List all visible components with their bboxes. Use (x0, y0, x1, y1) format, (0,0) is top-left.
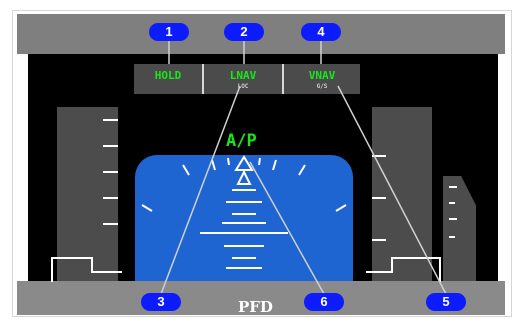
vs-tick (449, 236, 455, 238)
fma-loc-label: LOC (237, 83, 249, 90)
speed-tick (103, 145, 118, 147)
fma-hold: HOLD (134, 64, 202, 94)
callout-2: 2 (224, 23, 264, 41)
fma-separator (202, 64, 204, 94)
bottom-bezel (17, 281, 505, 315)
bank-tick (298, 164, 306, 176)
bank-tick (335, 204, 347, 212)
bank-tick (211, 159, 216, 171)
bank-tick (141, 204, 153, 212)
bank-angle-scale (141, 157, 347, 212)
slip-indicator (236, 169, 252, 185)
callout-6: 6 (304, 293, 344, 311)
pfd-title: PFD (238, 298, 273, 316)
vs-tick (449, 186, 457, 188)
leader-lines (160, 41, 447, 295)
callout-1: 1 (149, 23, 189, 41)
speed-reference-box (51, 257, 122, 282)
callout-5: 5 (426, 293, 466, 311)
altitude-tape (372, 107, 432, 281)
fma-hold-label: HOLD (154, 69, 182, 82)
speed-tick (103, 119, 118, 121)
fma-lnav-label: LNAV (229, 69, 257, 82)
bank-tick (227, 157, 230, 166)
autopilot-engaged-label: A/P (226, 131, 257, 151)
leader-line-6 (249, 161, 325, 295)
fma-separator (282, 64, 284, 94)
bank-tick (182, 164, 190, 176)
bank-tick (258, 157, 261, 166)
pitch-ladder (200, 189, 288, 269)
fma-lnav: LNAV LOC (204, 64, 282, 94)
callout-4: 4 (301, 23, 341, 41)
roll-pointer (234, 155, 254, 171)
callout-3: 3 (141, 293, 181, 311)
speed-tick (103, 197, 118, 199)
altitude-tick (372, 155, 386, 157)
speed-tick (103, 171, 118, 173)
speed-tape (57, 107, 118, 281)
speed-tick (103, 223, 118, 225)
leader-line-5 (337, 85, 447, 295)
vs-tick (449, 218, 457, 220)
bank-tick (272, 159, 277, 171)
altitude-tick (372, 197, 386, 199)
fma-gs-label: G/S (316, 83, 328, 90)
altitude-reference-box (366, 257, 441, 282)
fma-vnav-label: VNAV (308, 69, 336, 82)
leader-line-3 (160, 85, 241, 295)
attitude-indicator (135, 155, 353, 281)
fma-vnav: VNAV G/S (284, 64, 360, 94)
altitude-tick (372, 239, 386, 241)
vs-tick (449, 202, 455, 204)
